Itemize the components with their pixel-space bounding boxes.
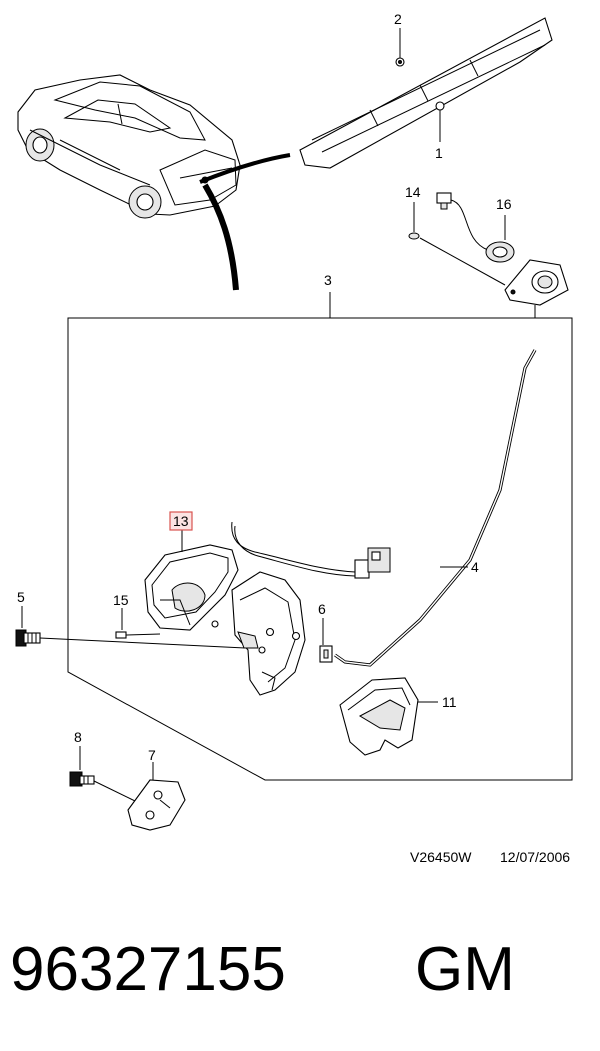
callout-3: 3 bbox=[324, 272, 332, 288]
bolt-part-5 bbox=[15, 606, 246, 649]
screw-part-15 bbox=[115, 608, 161, 639]
assembly-box bbox=[67, 292, 573, 781]
callout-1: 1 bbox=[435, 145, 443, 161]
cover-part-11 bbox=[339, 677, 438, 756]
callout-11: 11 bbox=[442, 694, 457, 710]
latch-bracket bbox=[231, 571, 306, 696]
car-illustration bbox=[17, 74, 291, 291]
callout-13: 13 bbox=[173, 513, 189, 529]
trunk-garnish-part-1 bbox=[299, 17, 553, 169]
rod-part-4 bbox=[334, 349, 537, 667]
bolt-part-8 bbox=[69, 746, 136, 802]
callout-6: 6 bbox=[318, 601, 326, 617]
callout-8: 8 bbox=[74, 729, 82, 745]
callout-14: 14 bbox=[405, 184, 421, 200]
striker-part-7 bbox=[127, 762, 186, 831]
brand-name: GM bbox=[415, 935, 515, 1004]
callout-16: 16 bbox=[496, 196, 512, 212]
callout-7: 7 bbox=[148, 747, 156, 763]
callout-13-highlight: 13 bbox=[169, 511, 193, 531]
screw-part-14 bbox=[408, 202, 506, 286]
callout-5: 5 bbox=[17, 589, 25, 605]
callout-2: 2 bbox=[394, 11, 402, 27]
screw-part-2 bbox=[395, 28, 405, 67]
part-number: 96327155 bbox=[10, 935, 286, 1004]
lock-cylinder-part-16 bbox=[436, 192, 569, 306]
clip-part-6 bbox=[319, 618, 333, 663]
diagram-reference-date: 12/07/2006 bbox=[500, 849, 570, 865]
callout-4: 4 bbox=[471, 559, 479, 575]
latch-part-13 bbox=[144, 530, 239, 631]
diagram-reference-code: V26450W bbox=[410, 849, 472, 865]
callout-15: 15 bbox=[113, 592, 129, 608]
